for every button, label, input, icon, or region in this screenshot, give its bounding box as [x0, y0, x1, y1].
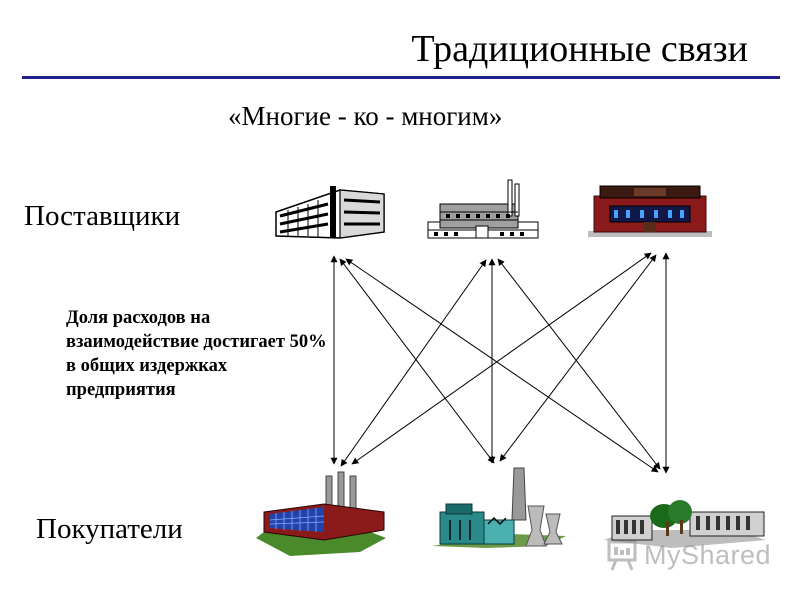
- buyer-factory-smokestacks-icon: [256, 471, 386, 556]
- arrow-s2-b3: [497, 258, 661, 470]
- suppliers-label: Поставщики: [24, 200, 181, 232]
- title-divider: [22, 76, 780, 79]
- supplier-office-building-icon: [275, 186, 385, 239]
- arrow-s2-b1: [340, 259, 487, 467]
- cost-note: Доля расходов на взаимодействие достигае…: [66, 308, 327, 400]
- arrow-s1-b2: [339, 258, 495, 464]
- supplier-factory-icon: [427, 179, 539, 239]
- supplier-store-icon: [588, 185, 712, 237]
- arrow-s1-b3: [345, 258, 659, 473]
- buyer-power-plant-icon: [432, 467, 566, 548]
- arrow-s3-b2: [499, 254, 657, 462]
- presentation-board-icon: [607, 540, 637, 571]
- arrow-s3-b1: [351, 252, 652, 465]
- watermark-text: MyShared: [644, 539, 772, 570]
- page-title: Традиционные связи: [411, 28, 748, 70]
- subtitle: «Многие - ко - многим»: [228, 101, 503, 131]
- watermark: MyShared: [606, 535, 771, 575]
- buyer-office-park-icon: [604, 500, 766, 548]
- connection-arrows: [330, 252, 670, 474]
- buyers-label: Покупатели: [36, 513, 183, 545]
